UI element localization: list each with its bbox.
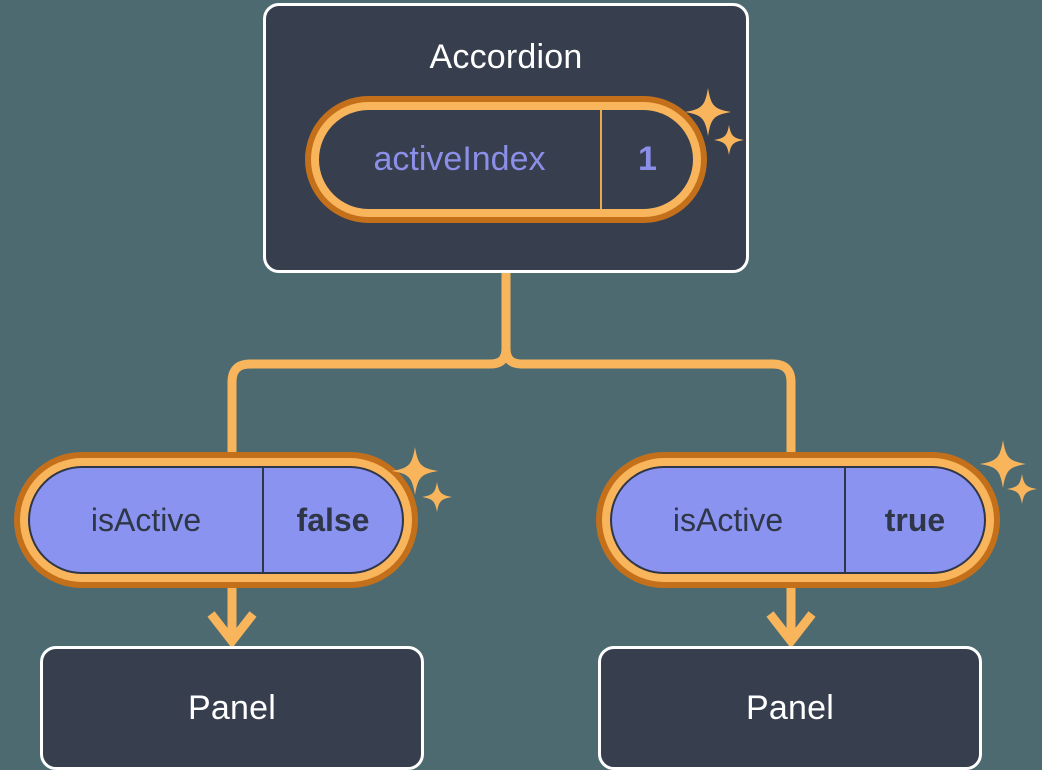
wire-left-branch xyxy=(227,347,511,452)
state-key-label: activeIndex xyxy=(373,140,546,178)
arrow-down-icon-left xyxy=(207,611,257,649)
pill-body: isActive false xyxy=(28,466,404,574)
accordion-title: Accordion xyxy=(429,38,583,76)
prop-key-label: isActive xyxy=(90,501,202,538)
prop-key-label: isActive xyxy=(672,501,784,538)
pill-body: isActive true xyxy=(610,466,986,574)
panel-component-left[interactable]: Panel xyxy=(40,646,424,770)
state-value-label: 1 xyxy=(600,110,693,209)
wire-right-branch xyxy=(501,347,796,452)
panel-title-left: Panel xyxy=(188,689,276,727)
prop-pill-is-active-true[interactable]: isActive true xyxy=(596,452,1000,588)
sparkle-small-icon xyxy=(1007,474,1037,504)
state-pill-active-index[interactable]: activeIndex 1 xyxy=(305,96,707,223)
prop-pill-is-active-false[interactable]: isActive false xyxy=(14,452,418,588)
prop-value-label: false xyxy=(262,468,402,572)
arrow-down-icon-right xyxy=(766,611,816,649)
pill-body: activeIndex 1 xyxy=(319,110,693,209)
prop-value-label: true xyxy=(844,468,984,572)
panel-component-right[interactable]: Panel xyxy=(598,646,982,770)
panel-title-right: Panel xyxy=(746,689,834,727)
sparkle-small-icon xyxy=(422,482,452,512)
